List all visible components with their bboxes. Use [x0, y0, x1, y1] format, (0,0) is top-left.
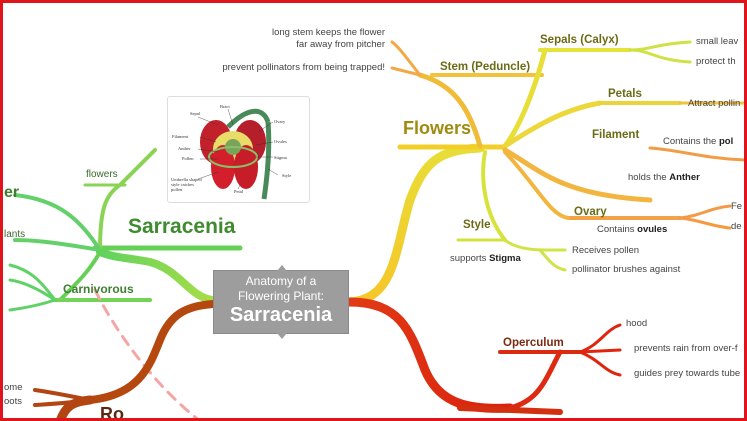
central-topic-line2: Flowering Plant: [237, 289, 325, 303]
leaf-sarracenia-flowers[interactable]: flowers [86, 169, 118, 180]
link-ovary-leaf2 [678, 216, 732, 230]
topic-operculum[interactable]: Operculum [503, 337, 564, 349]
link-flowers-stem [417, 72, 483, 149]
central-topic-title: Sarracenia [229, 304, 333, 326]
topic-style[interactable]: Style [463, 219, 491, 231]
link-flowers-ovary [502, 147, 653, 203]
topic-carnivorous[interactable]: Carnivorous [63, 282, 134, 296]
leaf-filament-anther-bold: Anther [669, 172, 700, 183]
flower-label-stigma: Stigma [274, 155, 287, 160]
leaf-ovary-ovules-bold: ovules [637, 224, 668, 235]
leaf-stem-line1: long stem keeps the flower [271, 27, 385, 38]
link-flowers-sepals [502, 47, 548, 149]
flower-illustration [197, 108, 279, 200]
leaf-ovary-fe[interactable]: Fe [731, 201, 743, 212]
leaf-filament-holds-anther[interactable]: holds the Anther [628, 172, 700, 184]
link-sarracenia-carnivorous [58, 250, 102, 302]
leaf-sepals-small-leaves[interactable]: small leav [696, 36, 739, 47]
link-stem-leaf1 [390, 40, 422, 77]
link-sarracenia-left2 [13, 238, 102, 252]
link-operculum-leaf1 [578, 323, 622, 354]
leaf-sepals-protect[interactable]: protect th [696, 56, 736, 67]
flower-diagram-image[interactable]: Sepal Bract Ovary Filament Anther Pollen… [167, 96, 310, 203]
link-carnivorous-left1 [8, 263, 57, 302]
link-center-roots [86, 300, 217, 404]
link-sepals-leaf1 [628, 40, 692, 52]
link-sarracenia-left1 [13, 193, 102, 252]
leaf-ovary-de[interactable]: de [731, 221, 742, 232]
flower-label-filament: Filament [172, 134, 188, 139]
topic-sepals-calyx[interactable]: Sepals (Calyx) [540, 34, 619, 46]
link-dashed-relationship [93, 288, 202, 421]
flower-label-ovules: Ovules [274, 139, 287, 144]
leaf-filament-holds-text: holds the [628, 172, 667, 183]
leaf-ovary-contains-text: Contains [597, 224, 635, 235]
leaf-sarracenia-partial-lants[interactable]: lants [4, 229, 26, 240]
leaf-stem-keeps-flower-away[interactable]: long stem keeps the flower far away from… [255, 27, 385, 51]
topic-roots-partial[interactable]: Ro [100, 404, 124, 421]
link-style-main [503, 238, 547, 252]
topic-sarracenia[interactable]: Sarracenia [128, 215, 236, 238]
flower-label-sepal: Sepal [190, 111, 200, 116]
topic-stem-peduncle[interactable]: Stem (Peduncle) [440, 61, 531, 73]
leaf-filament-pollen-bold: pol [718, 136, 734, 147]
leaf-stem-line2: far away from pitcher [296, 39, 385, 50]
leaf-style-pollinator-brushes[interactable]: pollinator brushes against [572, 264, 681, 275]
flower-label-umbrella-style: Umbrella shaped style catches pollen [171, 177, 202, 192]
link-stem-leaf2 [390, 66, 422, 77]
leaf-style-supports-stigma[interactable]: supports Stigma [450, 253, 521, 265]
central-topic-bottom-handle [277, 333, 287, 339]
link-center-sarracenia [96, 248, 217, 304]
leaf-roots-partial-oots[interactable]: oots [4, 396, 22, 407]
link-carnivorous-left3 [8, 298, 57, 312]
leaf-operculum-guides-prey[interactable]: guides prey towards tube [634, 368, 741, 379]
leaf-sarracenia-partial-er[interactable]: er [4, 184, 20, 201]
leaf-roots-partial-ome[interactable]: ome [4, 382, 23, 393]
leaf-operculum-hood[interactable]: hood [626, 318, 648, 329]
link-style-leaf3 [538, 248, 567, 272]
leaf-prevent-pollinators-trapped[interactable]: prevent pollinators from being trapped! [222, 62, 385, 73]
leaf-operculum-prevents-rain[interactable]: prevents rain from over-f [634, 343, 738, 354]
link-center-operculum [344, 297, 515, 413]
leaf-ovary-contains-ovules[interactable]: Contains ovules [597, 224, 667, 236]
link-filament-leaf1 [648, 146, 747, 162]
flower-label-bract: Bract [220, 104, 230, 109]
topic-petals[interactable]: Petals [608, 88, 642, 100]
link-flowers-ovary-b [503, 150, 570, 220]
link-operculum-leaf2 [578, 348, 622, 354]
flower-label-anther: Anther [178, 146, 191, 151]
leaf-style-receives-pollen[interactable]: Receives pollen [572, 245, 640, 256]
central-topic-top-handle [277, 265, 287, 271]
link-flowers-petals [502, 100, 603, 149]
central-topic[interactable]: Anatomy of a Flowering Plant: Sarracenia [213, 265, 349, 339]
flower-label-style: Style [282, 173, 292, 178]
topic-flowers[interactable]: Flowers [403, 118, 472, 138]
central-topic-line1: Anatomy of a [245, 274, 317, 288]
leaf-filament-contains-text: Contains the [663, 136, 717, 147]
link-roots-leaf1 [33, 388, 92, 402]
link-flowers-style [481, 150, 507, 242]
leaf-filament-contains-pollen[interactable]: Contains the pol [663, 136, 733, 148]
topic-ovary[interactable]: Ovary [574, 206, 607, 218]
flower-label-petal: Petal [234, 189, 243, 194]
link-red-bottom [457, 405, 563, 415]
link-operculum-trunk [507, 349, 563, 411]
flower-label-pollen: Pollen [182, 156, 194, 161]
link-ovary-leaf1 [678, 204, 732, 220]
leaf-petals-attract-pollinators[interactable]: Attract pollin [688, 98, 741, 109]
topic-filament[interactable]: Filament [592, 129, 640, 141]
link-carnivorous-left2 [8, 278, 57, 302]
link-center-flowers [344, 143, 485, 307]
leaf-style-stigma-bold: Stigma [489, 253, 521, 264]
flower-label-ovary: Ovary [274, 119, 286, 124]
leaf-style-supports-text: supports [450, 253, 487, 264]
link-roots-leaf2 [33, 398, 92, 407]
link-sepals-leaf2 [628, 48, 692, 64]
link-operculum-leaf3 [578, 350, 622, 377]
